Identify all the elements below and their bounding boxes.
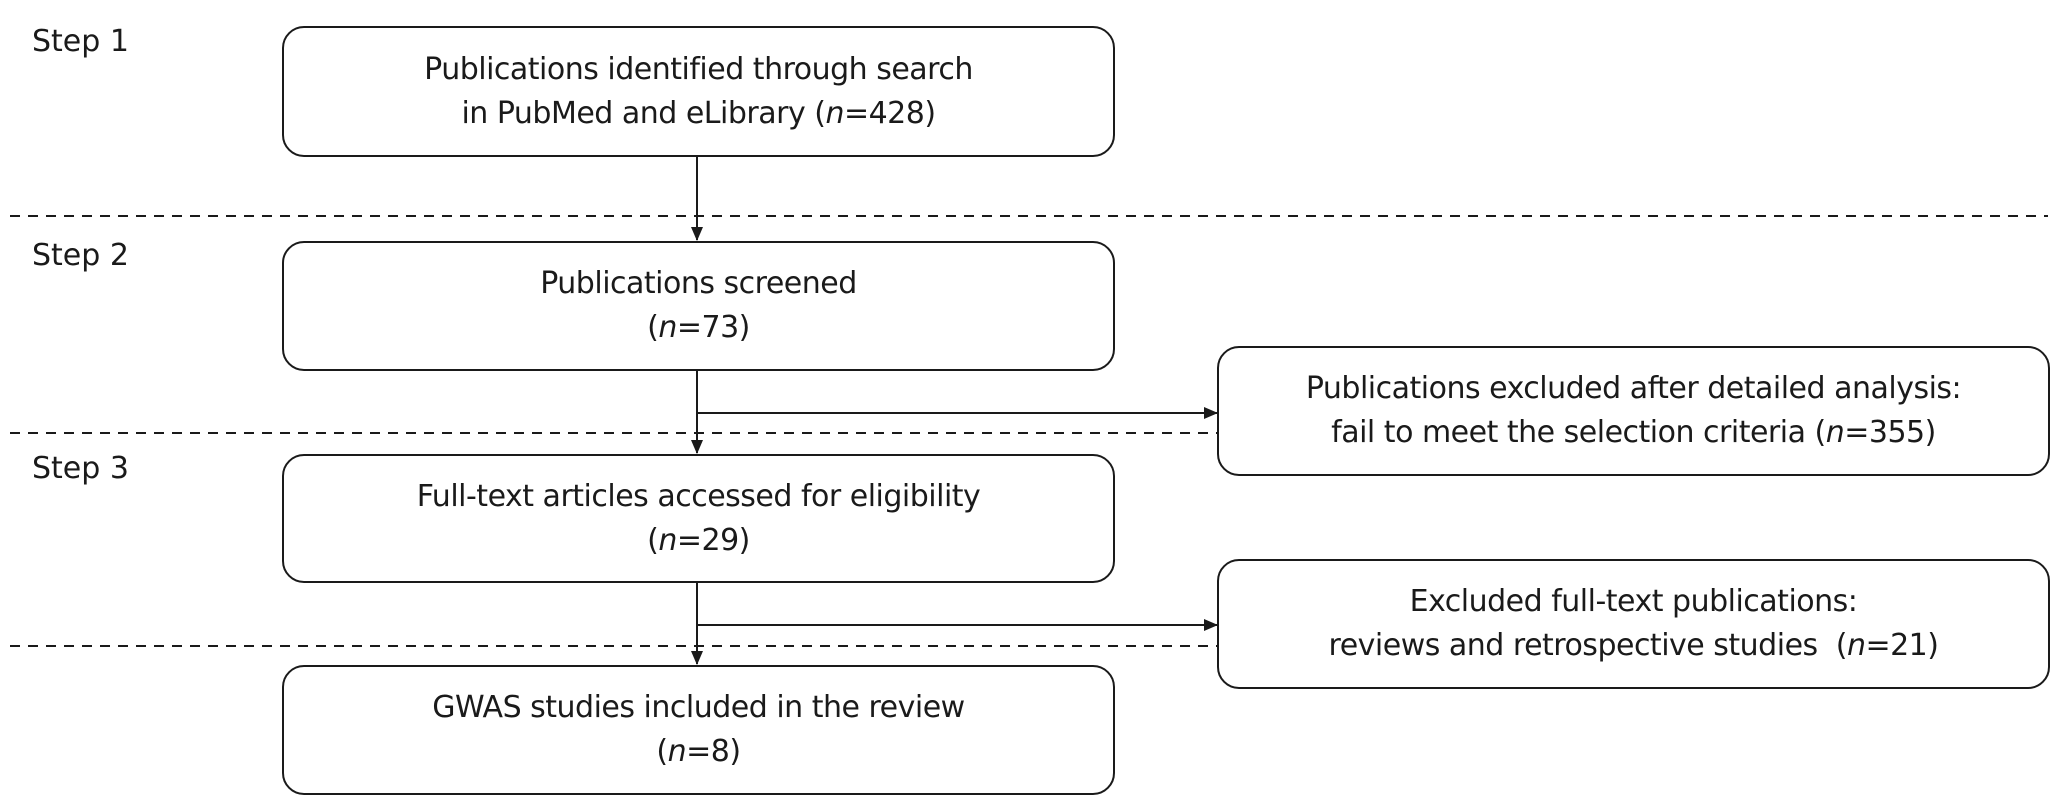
box-included-n-value: =8) xyxy=(686,734,741,769)
step-1-label: Step 1 xyxy=(32,24,129,59)
box-included-line2: (n=8) xyxy=(656,730,741,774)
box-fulltext-n-symbol: n xyxy=(658,522,677,558)
box-excluded-analysis-line2-text: fail to meet the selection criteria ( xyxy=(1331,415,1826,450)
box-excluded-detailed-analysis: Publications excluded after detailed ana… xyxy=(1217,346,2050,476)
box-fulltext-n-value: =29) xyxy=(676,522,751,558)
box-excluded-fulltext-line2: reviews and retrospective studies (n=21) xyxy=(1329,624,1939,668)
box-identified-line2: in PubMed and eLibrary (n=428) xyxy=(461,92,936,136)
box-identified-n-symbol: n xyxy=(825,95,844,131)
box-included-open-paren: ( xyxy=(656,734,668,769)
box-excluded-fulltext-n-symbol: n xyxy=(1846,628,1866,663)
box-excluded-analysis-n-symbol: n xyxy=(1825,415,1845,450)
box-fulltext-line1: Full-text articles accessed for eligibil… xyxy=(416,478,981,514)
box-excluded-fulltext-line1: Excluded full-text publications: xyxy=(1409,584,1858,619)
step-2-label: Step 2 xyxy=(32,238,129,273)
box-included-n-symbol: n xyxy=(667,734,687,769)
box-publications-screened: Publications screened (n=73) xyxy=(282,241,1115,371)
box-included-line1: GWAS studies included in the review xyxy=(432,690,965,725)
step-3-label: Step 3 xyxy=(32,451,129,486)
box-excluded-fulltext-n-value: =21) xyxy=(1865,628,1939,663)
box-excluded-analysis-line1: Publications excluded after detailed ana… xyxy=(1305,371,1962,406)
box-fulltext-eligibility: Full-text articles accessed for eligibil… xyxy=(282,454,1115,583)
box-identified-line1: Publications identified through search xyxy=(424,51,973,87)
box-screened-n-symbol: n xyxy=(658,310,677,345)
box-identified-n-value: =428) xyxy=(843,95,936,131)
box-fulltext-line2: (n=29) xyxy=(647,519,750,563)
box-excluded-fulltext-line2-text: reviews and retrospective studies ( xyxy=(1328,628,1848,663)
box-excluded-fulltext: Excluded full-text publications: reviews… xyxy=(1217,559,2050,689)
box-screened-n-value: =73) xyxy=(676,310,751,345)
box-excluded-analysis-line2: fail to meet the selection criteria (n=3… xyxy=(1331,411,1936,455)
box-identified-line2-text: in PubMed and eLibrary ( xyxy=(461,95,826,131)
box-screened-open-paren: ( xyxy=(647,310,659,345)
box-excluded-analysis-n-value: =355) xyxy=(1844,415,1936,450)
box-gwas-included: GWAS studies included in the review (n=8… xyxy=(282,665,1115,795)
box-screened-line1: Publications screened xyxy=(540,266,857,301)
box-screened-line2: (n=73) xyxy=(647,306,750,350)
box-publications-identified: Publications identified through search i… xyxy=(282,26,1115,157)
box-fulltext-open-paren: ( xyxy=(647,522,659,558)
